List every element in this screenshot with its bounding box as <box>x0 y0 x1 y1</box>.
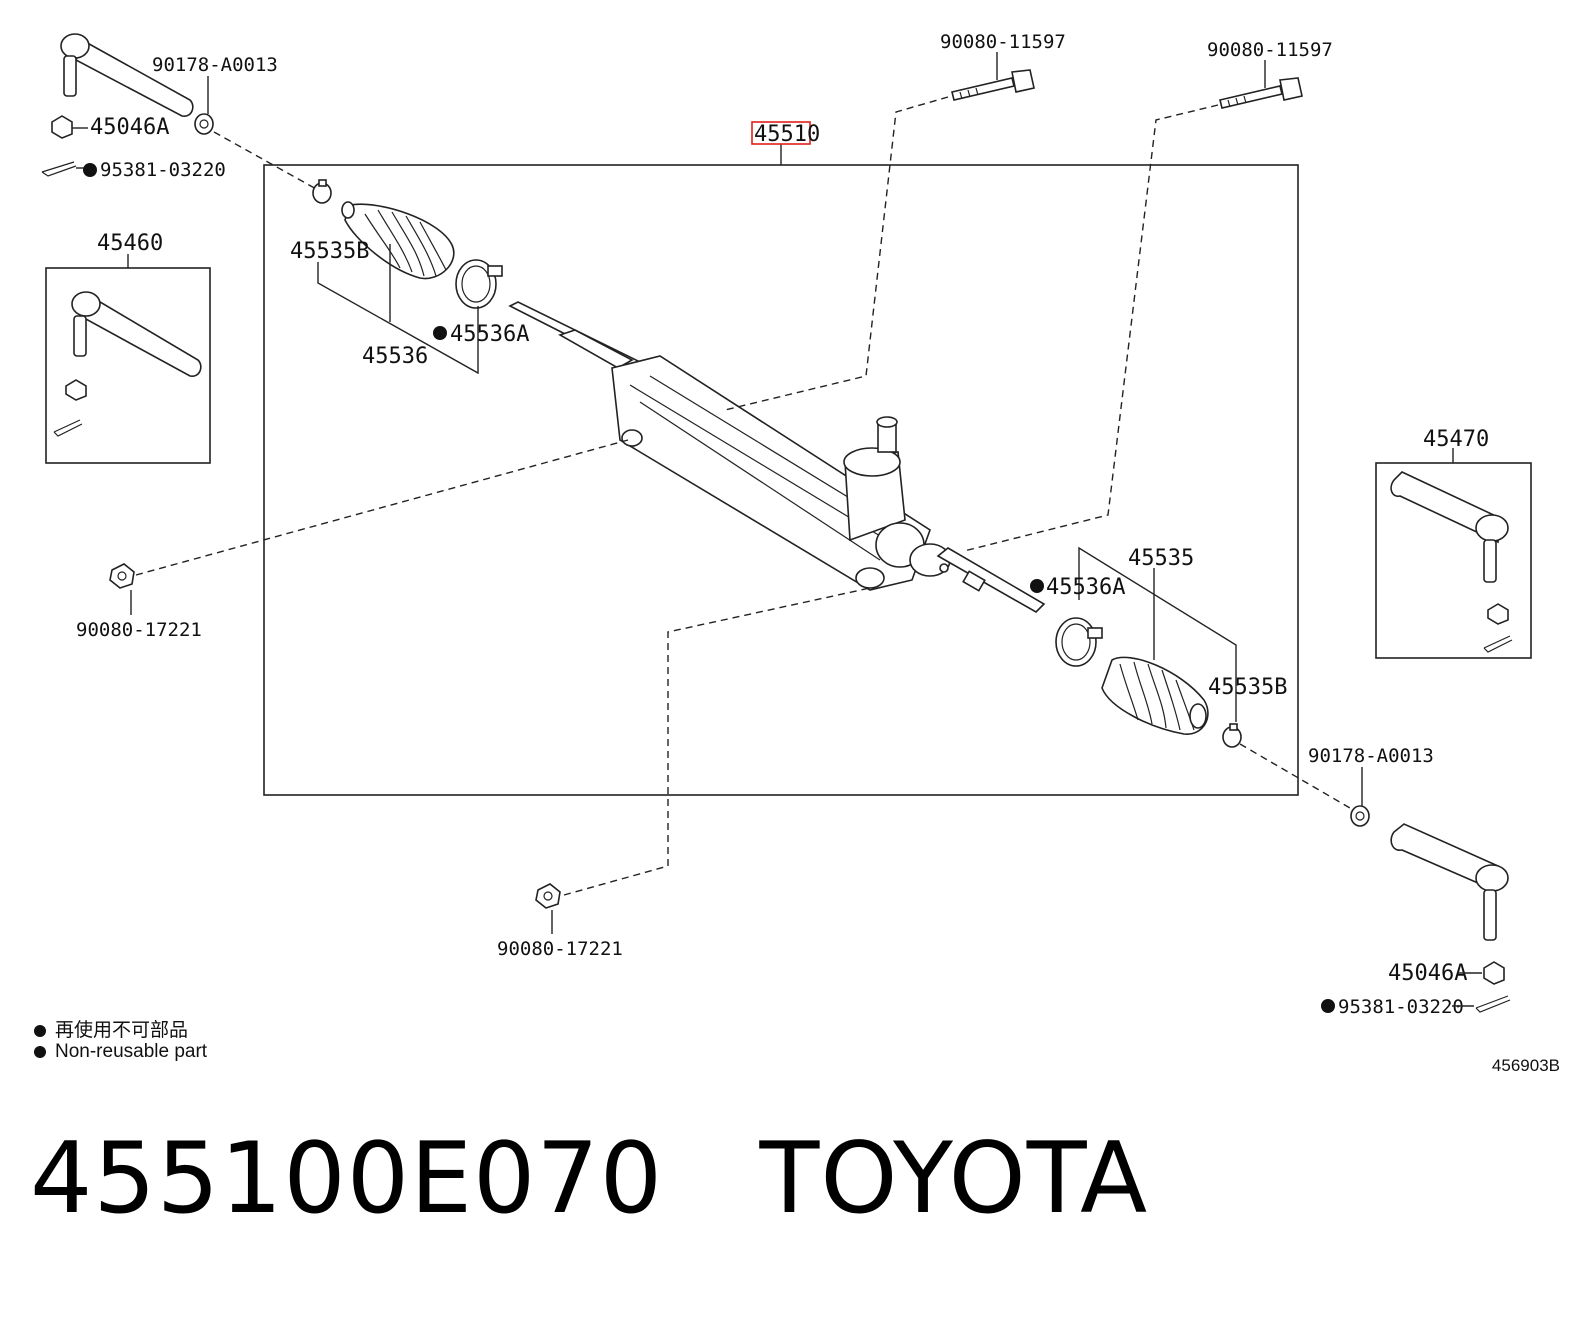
mount-nut-bottom-guide <box>563 587 871 896</box>
steering-rack-illustration <box>508 301 1046 613</box>
clamp-right-label[interactable]: 45536A <box>1046 575 1125 600</box>
nut-lower-right-illustration <box>1350 805 1370 827</box>
nut-top-left-guide <box>213 131 319 191</box>
main-label-highlight <box>751 121 811 145</box>
bolt-right-illustration <box>1219 77 1303 109</box>
main-assembly-label[interactable]: 45510 <box>754 122 820 147</box>
legend-japanese: 再使用不可部品 <box>34 1015 188 1042</box>
boot-right-bracket <box>1078 546 1237 722</box>
mount-nut-left-label[interactable]: 90080-17221 <box>76 619 202 641</box>
non-reusable-bullet <box>34 1045 46 1058</box>
cotter-pin-lower-right-illustration <box>1475 995 1511 1013</box>
cotter-pin-top-left-label[interactable]: 95381-03220 <box>100 159 226 181</box>
nut-top-left-illustration <box>194 113 214 135</box>
bolt-left-label[interactable]: 90080-11597 <box>940 31 1066 53</box>
tie-rod-end-left-illustration <box>53 291 202 437</box>
castle-nut-top-left-label[interactable]: 45046A <box>90 115 169 140</box>
bolt-right-label[interactable]: 90080-11597 <box>1207 39 1333 61</box>
castle-nut-lower-right-illustration <box>1483 961 1505 985</box>
non-reusable-marker <box>433 326 447 340</box>
cotter-pin-top-left-illustration <box>41 161 77 177</box>
mount-nut-bottom-label[interactable]: 90080-17221 <box>497 938 623 960</box>
clamp-right-illustration <box>1055 617 1103 667</box>
boot-left-label[interactable]: 45536 <box>362 344 428 369</box>
clamp-left-illustration <box>455 259 503 309</box>
bolt-left-illustration <box>951 69 1035 101</box>
nut-lower-right-label[interactable]: 90178-A0013 <box>1308 745 1434 767</box>
boot-right-illustration <box>1101 656 1209 735</box>
boot-left-illustration <box>341 201 455 280</box>
castle-nut-lower-right-label[interactable]: 45046A <box>1388 961 1467 986</box>
legend-english: Non-reusable part <box>34 1041 207 1063</box>
bolt-left-guide <box>724 96 949 411</box>
bolt-right-guide <box>963 104 1219 552</box>
tie-rod-end-right-illustration <box>1390 471 1513 653</box>
clip-left-illustration <box>312 179 332 204</box>
boot-right-label[interactable]: 45535 <box>1128 546 1194 571</box>
tie-rod-end-lower-right-illustration <box>1390 823 1509 941</box>
mount-nut-bottom-illustration <box>535 883 561 909</box>
clip-right-label[interactable]: 45535B <box>1208 675 1287 700</box>
mount-nut-left-illustration <box>109 563 135 589</box>
legend-japanese-text: 再使用不可部品 <box>55 1019 189 1041</box>
legend-english-text: Non-reusable part <box>55 1041 208 1062</box>
clip-right-illustration <box>1222 723 1242 748</box>
tie-rod-end-top-left-illustration <box>60 33 194 117</box>
cotter-pin-lower-right-label[interactable]: 95381-03220 <box>1338 996 1464 1018</box>
tie-rod-end-left-label[interactable]: 45460 <box>97 231 163 256</box>
clamp-left-label[interactable]: 45536A <box>450 322 529 347</box>
nut-top-left-label[interactable]: 90178-A0013 <box>152 54 278 76</box>
part-number-caption: 455100E070 TOYOTA <box>30 1122 1149 1236</box>
non-reusable-marker <box>83 163 97 177</box>
non-reusable-marker <box>1030 579 1044 593</box>
castle-nut-top-left-illustration <box>51 115 73 139</box>
tie-rod-end-right-label[interactable]: 45470 <box>1423 427 1489 452</box>
non-reusable-marker <box>1321 999 1335 1013</box>
boot-left-bracket <box>317 262 479 375</box>
nut-lower-right-guide <box>1239 743 1351 809</box>
non-reusable-bullet <box>34 1024 46 1037</box>
clip-left-label[interactable]: 45535B <box>290 239 369 264</box>
mount-nut-left-guide <box>135 439 629 576</box>
illustration-id: 456903B <box>1491 1056 1560 1075</box>
